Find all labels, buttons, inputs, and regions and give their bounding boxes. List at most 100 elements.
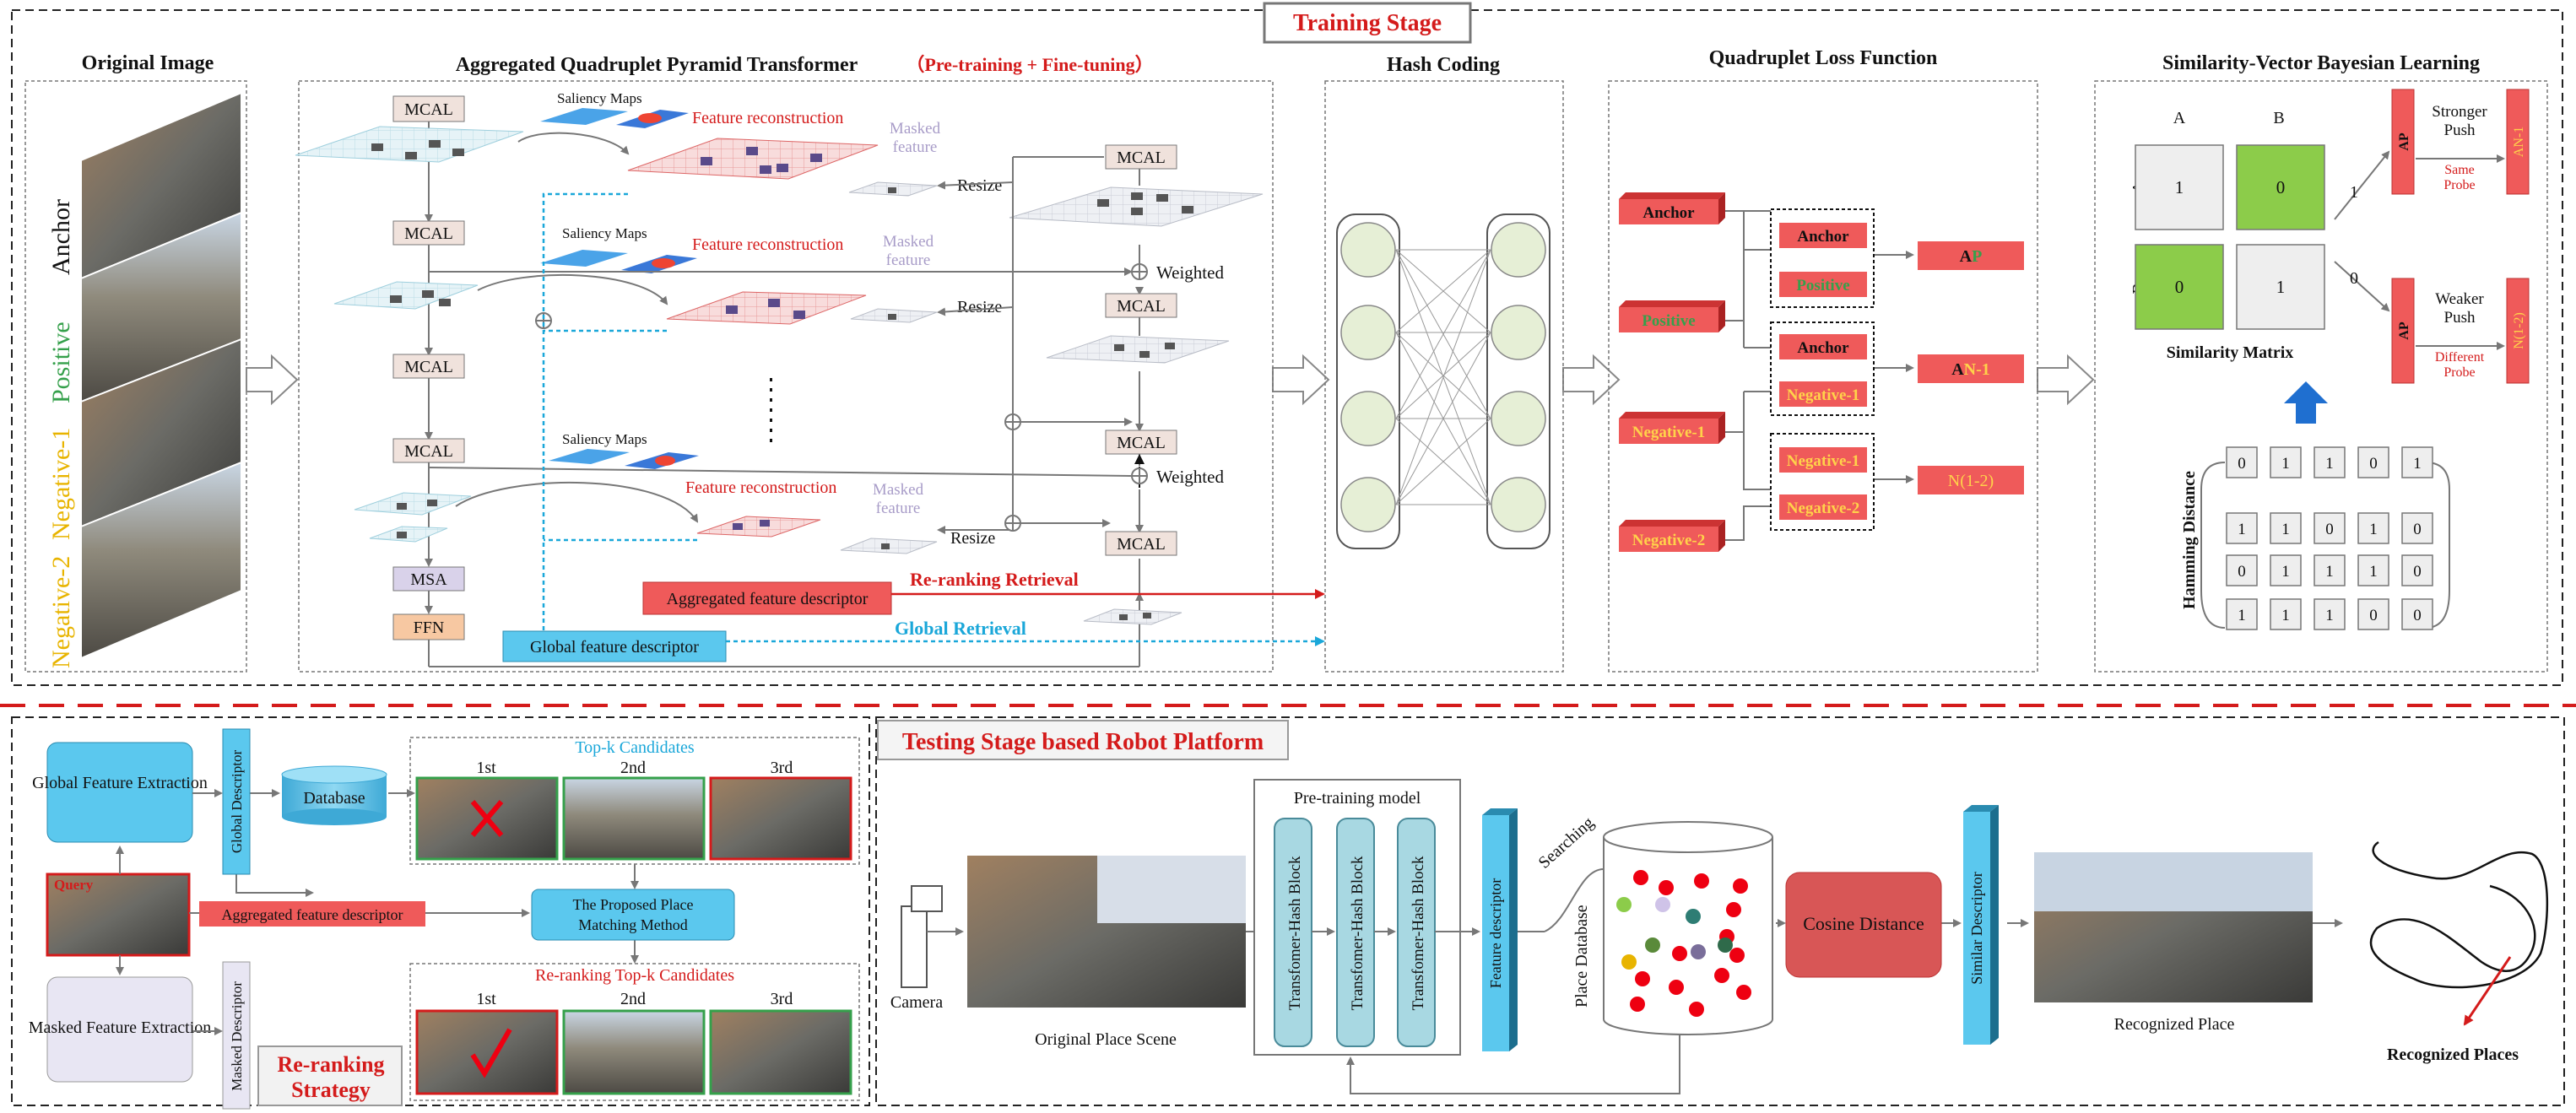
query-image	[46, 873, 191, 957]
masked-feature-grids	[840, 181, 938, 554]
weighted-label-2: Weighted	[1156, 467, 1224, 487]
svg-text:1: 1	[2281, 607, 2290, 624]
reranking-strategy-l2: Strategy	[291, 1078, 371, 1102]
reconstruction-grids	[627, 138, 879, 538]
col-b: B	[2273, 109, 2284, 127]
svg-text:MCAL: MCAL	[1117, 434, 1166, 452]
global-extraction-box	[46, 742, 193, 843]
topk-image-2	[562, 776, 706, 861]
rerank-rank-1: 1st	[476, 990, 496, 1008]
hash-title: Hash Coding	[1387, 54, 1500, 76]
loss-pair-boxes	[1779, 223, 1867, 520]
label-positive: Positive	[47, 321, 75, 403]
reranking-topk-panel	[409, 963, 860, 1101]
svg-text:MCAL: MCAL	[1117, 297, 1166, 316]
svg-text:1: 1	[2369, 521, 2378, 538]
loss-pair-2	[1770, 321, 1875, 416]
global-descriptor-bar	[222, 728, 251, 875]
agg-descriptor-test	[199, 901, 425, 927]
hash-connections	[1395, 249, 1491, 505]
svg-text:0: 0	[2413, 563, 2422, 581]
ffn-label: FFN	[414, 619, 445, 637]
svg-text:Resize: Resize	[957, 176, 1002, 195]
svg-text:1: 1	[2325, 455, 2334, 473]
ffn-box	[392, 613, 465, 640]
feature-descriptor-label: Feature descriptor	[1487, 878, 1504, 988]
bayes-panel	[2094, 80, 2548, 673]
svg-text:0: 0	[2238, 563, 2246, 581]
block-2-label: Transfomer-Hash Block	[1349, 856, 1366, 1011]
block-arrows	[1312, 919, 2343, 1094]
loss-input-negative-1: Negative-1	[1632, 424, 1706, 441]
stronger-2: Push	[2444, 122, 2476, 139]
hash-layer-right	[1486, 213, 1550, 549]
testing-frame-left	[11, 716, 870, 1106]
database-label: Database	[303, 789, 365, 808]
svg-text:0: 0	[2413, 521, 2422, 538]
mcal-labels: MCAL MCAL MCAL MCAL MCAL MCAL MCAL MCAL	[404, 100, 1166, 554]
loss-output-boxes	[1918, 241, 2024, 494]
label-anchor: Anchor	[47, 199, 75, 275]
svg-text:MCAL: MCAL	[404, 224, 453, 243]
decoder-grids	[1009, 186, 1264, 625]
check-icon	[470, 1028, 512, 1078]
loss-input-boxes	[1619, 192, 1725, 552]
pair2-a: Anchor	[1797, 339, 1849, 357]
svg-text:MCAL: MCAL	[404, 442, 453, 461]
svg-text:0: 0	[2325, 521, 2334, 538]
masked-descriptor-vertical: Masked Descriptor	[229, 981, 245, 1091]
original-image-title: Original Image	[82, 52, 214, 74]
curved-arrows	[455, 132, 699, 523]
svg-text:0: 0	[2276, 177, 2286, 197]
svg-text:feature: feature	[876, 500, 921, 517]
resize-labels: Resize Resize Resize	[950, 176, 1002, 548]
rerank-image-2	[562, 1009, 706, 1095]
svg-text:feature: feature	[886, 251, 931, 269]
svg-text:0: 0	[2238, 455, 2246, 473]
feature-recon-label-2: Feature reconstruction	[692, 235, 843, 254]
loss-panel	[1608, 80, 2038, 673]
hash-layer-left	[1336, 213, 1400, 549]
recognized-sky	[2034, 852, 2313, 911]
masked-descriptor-bar	[222, 961, 251, 1110]
svg-text:MCAL: MCAL	[1117, 149, 1166, 167]
probe-bars	[2391, 89, 2530, 384]
testing-frame-right	[875, 716, 2565, 1106]
saliency-label-2: Saliency Maps	[562, 225, 647, 241]
reranking-retrieval-label: Re-ranking Retrieval	[910, 569, 1079, 590]
svg-text:1: 1	[2238, 521, 2246, 538]
svg-text:0: 0	[2413, 607, 2422, 624]
out2-label: AN-1	[1951, 360, 1990, 379]
global-retrieval-label: Global Retrieval	[895, 618, 1026, 639]
image-stack	[80, 91, 242, 660]
topk-rank-1: 1st	[476, 759, 496, 777]
svg-text:1: 1	[2276, 277, 2286, 297]
similar-descriptor-bar	[1963, 805, 1999, 1045]
cosine-box	[1785, 872, 1942, 978]
svg-text:MCAL: MCAL	[1117, 535, 1166, 554]
sum-nodes	[535, 263, 1148, 532]
place-db-label: Place Database	[1572, 905, 1591, 1008]
svg-text:0: 0	[2369, 455, 2378, 473]
query-label: Query	[54, 877, 94, 893]
testing-left-arrows	[116, 789, 639, 1035]
loss-pair-3	[1770, 433, 1875, 531]
svg-text:MCAL: MCAL	[404, 100, 453, 119]
global-descriptor-vertical: Global Descriptor	[229, 750, 245, 854]
pair1-b: Positive	[1796, 277, 1849, 294]
hamming-bracket-left	[2200, 462, 2226, 629]
out1-label: AP	[1960, 247, 1983, 266]
svg-text:1: 1	[2325, 563, 2334, 581]
hash-panel	[1324, 80, 1564, 673]
matching-method-box	[531, 889, 735, 941]
masked-feature-labels: Masked feature Masked feature Masked fea…	[873, 120, 941, 517]
hash-nodes	[1340, 222, 1546, 532]
reranking-strategy-l1: Re-ranking	[277, 1052, 384, 1077]
svg-text:1: 1	[2413, 455, 2422, 473]
hamming-bracket-right	[2425, 462, 2450, 629]
aqpt-title: Aggregated Quadruplet Pyramid Transforme…	[456, 54, 858, 76]
pair3-b: Negative-2	[1787, 500, 1860, 517]
svg-text:MCAL: MCAL	[404, 358, 453, 376]
